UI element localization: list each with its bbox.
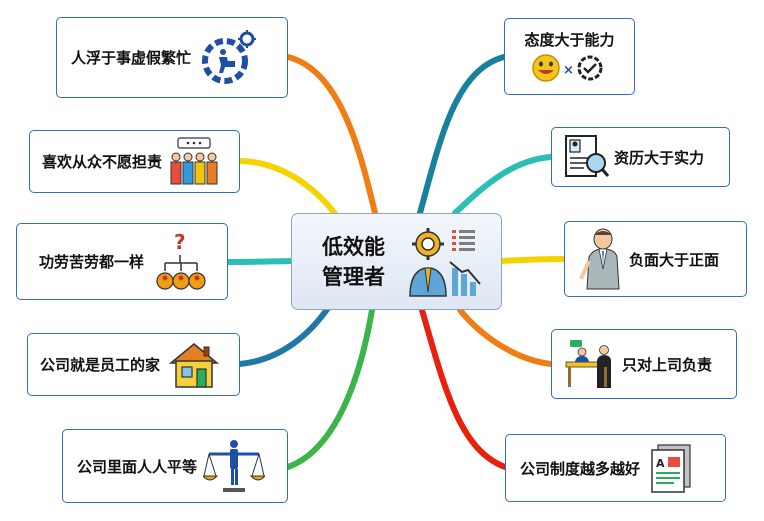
topic-label: 喜欢从众不愿担责	[42, 153, 163, 171]
topic-label: 功劳苦劳都一样	[39, 253, 145, 271]
branch-line	[457, 307, 554, 367]
branch-line	[419, 307, 508, 470]
question-hierarchy-icon: ?	[156, 231, 206, 290]
svg-text:×: ×	[563, 63, 574, 78]
topic-label: 只对上司负责	[622, 355, 713, 374]
documents-icon: A	[651, 444, 691, 493]
topic-left-3[interactable]: 功劳苦劳都一样 ?	[16, 223, 228, 300]
topic-label: 负面大于正面	[629, 250, 720, 269]
central-topic[interactable]: 低效能 管理者	[291, 213, 502, 310]
branch-line	[285, 54, 378, 216]
branch-line	[285, 307, 375, 470]
topic-label: 公司里面人人平等	[77, 457, 198, 476]
topic-left-1[interactable]: 人浮于事虚假繁忙	[56, 17, 288, 98]
branch-line	[417, 54, 507, 216]
central-topic-title: 低效能 管理者	[322, 234, 385, 289]
manager-gear-chart-icon	[409, 227, 481, 297]
branch-line	[452, 154, 554, 216]
svg-text:?: ?	[174, 231, 186, 254]
topic-label: 公司就是员工的家	[40, 356, 161, 374]
team-speech-bubble-icon	[170, 136, 218, 184]
topic-label: 人浮于事虚假繁忙	[71, 49, 192, 67]
house-icon	[168, 342, 220, 388]
topic-right-5[interactable]: 公司制度越多越好 A	[505, 434, 726, 502]
topic-left-2[interactable]: 喜欢从众不愿担责	[29, 130, 240, 193]
topic-left-5[interactable]: 公司里面人人平等	[62, 429, 288, 503]
topic-label: 态度大于能力	[524, 31, 615, 49]
smiley-vs-gear-icon: ×	[531, 54, 602, 82]
topic-right-3[interactable]: 负面大于正面	[564, 221, 747, 297]
branch-line	[237, 302, 333, 367]
topic-right-4[interactable]: 只对上司负责	[551, 329, 737, 399]
branch-line	[499, 256, 567, 264]
topic-label: 资历大于实力	[614, 148, 705, 167]
topic-right-1[interactable]: 态度大于能力 ×	[504, 18, 635, 95]
svg-text:A: A	[656, 457, 665, 470]
sad-man-icon	[579, 228, 620, 290]
topic-label: 公司制度越多越好	[520, 459, 641, 478]
resume-magnifier-icon	[565, 135, 610, 177]
boss-meeting-icon	[565, 340, 611, 388]
topic-right-2[interactable]: 资历大于实力	[551, 127, 730, 187]
topic-left-4[interactable]: 公司就是员工的家	[27, 333, 240, 396]
balance-scale-icon	[203, 440, 266, 492]
busy-worker-gear-icon	[202, 29, 257, 84]
branch-line	[225, 258, 303, 265]
